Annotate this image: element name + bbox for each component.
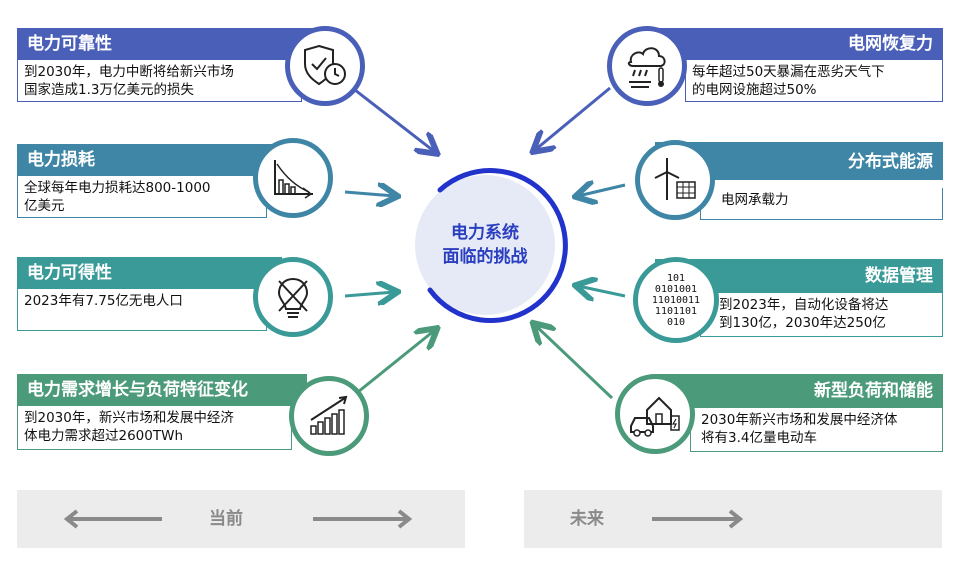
crossed-bulb-icon: [253, 257, 333, 337]
card-text-line: 到2030年，电力中断将给新兴市场: [24, 64, 234, 80]
card-header: 电力需求增长与负荷特征变化: [17, 374, 307, 406]
card-text-line: 到2030年，新兴市场和发展中经济: [24, 410, 234, 426]
card-text-line: 每年超过50天暴漏在恶劣天气下: [692, 64, 885, 80]
binary-line: 010: [666, 316, 686, 328]
card-text-line: 到130亿，2030年达250亿: [719, 315, 886, 331]
card-text-line: 电网承载力: [721, 192, 789, 208]
arrow-access: [344, 292, 395, 296]
card-power-loss: 电力损耗 全球每年电力损耗达800-1000 亿美元: [17, 138, 333, 220]
bottom-bar-future: 未来: [524, 490, 942, 548]
card-text-line: 2030年新兴市场和发展中经济体: [701, 412, 898, 428]
arrow-reliability: [354, 88, 435, 152]
bottom-bar-current: 当前: [17, 490, 465, 548]
shield-clock-icon: [285, 26, 365, 106]
arrow-loss: [344, 192, 395, 196]
card-header: 电网恢复力: [643, 28, 943, 60]
center-hub: 电力系统 面临的挑战: [400, 160, 570, 330]
card-text-line: 国家造成1.3万亿美元的损失: [24, 82, 194, 98]
card-power-access: 电力可得性 2023年有7.75亿无电人口: [17, 257, 333, 337]
card-text-line: 全球每年电力损耗达800-1000: [24, 180, 211, 196]
card-data-management: 数据管理 到2023年，自动化设备将达 到130亿，2030年达250亿 101…: [625, 257, 943, 343]
wind-solar-icon: [635, 140, 715, 220]
card-text-line: 体电力需求超过2600TWh: [24, 428, 184, 444]
card-demand-growth: 电力需求增长与负荷特征变化 到2030年，新兴市场和发展中经济 体电力需求超过2…: [17, 374, 369, 456]
declining-chart-icon: [253, 138, 333, 218]
arrow-demand: [347, 330, 435, 402]
card-text-line: 将有3.4亿量电动车: [701, 430, 817, 446]
arrow-resilience: [535, 86, 611, 150]
binary-line: 11010011: [651, 294, 701, 306]
card-grid-resilience: 电网恢复力 每年超过50天暴漏在恶劣天气下 的电网设施超过50%: [607, 26, 943, 106]
binary-line: 0101001: [654, 283, 698, 295]
binary-line: 101: [666, 272, 686, 284]
future-label: 未来: [570, 509, 604, 529]
card-power-reliability: 电力可靠性 到2030年，电力中断将给新兴市场 国家造成1.3万亿美元的损失: [17, 26, 365, 106]
card-text-line: 2023年有7.75亿无电人口: [24, 293, 183, 309]
card-distributed-energy: 分布式能源 电网承载力: [625, 140, 943, 222]
center-title-line1: 电力系统: [451, 223, 519, 243]
card-header: 电力可得性: [17, 257, 282, 289]
arrow-data: [578, 286, 626, 296]
storm-weather-icon: [607, 26, 687, 106]
card-text-line: 到2023年，自动化设备将达: [719, 297, 889, 313]
card-header: 电力损耗: [17, 144, 282, 176]
center-title-line2: 面临的挑战: [442, 247, 528, 267]
card-new-load-storage: 新型负荷和储能 2030年新兴市场和发展中经济体 将有3.4亿量电动车: [615, 374, 943, 454]
card-text-line: 的电网设施超过50%: [692, 82, 817, 98]
current-label: 当前: [209, 509, 243, 529]
arrow-newload: [535, 325, 614, 400]
card-header: 电力可靠性: [17, 28, 317, 60]
growth-chart-icon: [289, 376, 369, 456]
binary-line: 1101101: [654, 305, 698, 317]
ev-home-icon: [615, 374, 695, 454]
card-header: 新型负荷和储能: [655, 374, 943, 408]
binary-data-icon: 101 0101001 11010011 1101101 010: [633, 257, 719, 343]
card-text-line: 亿美元: [24, 198, 65, 214]
arrow-distributed: [578, 185, 626, 196]
